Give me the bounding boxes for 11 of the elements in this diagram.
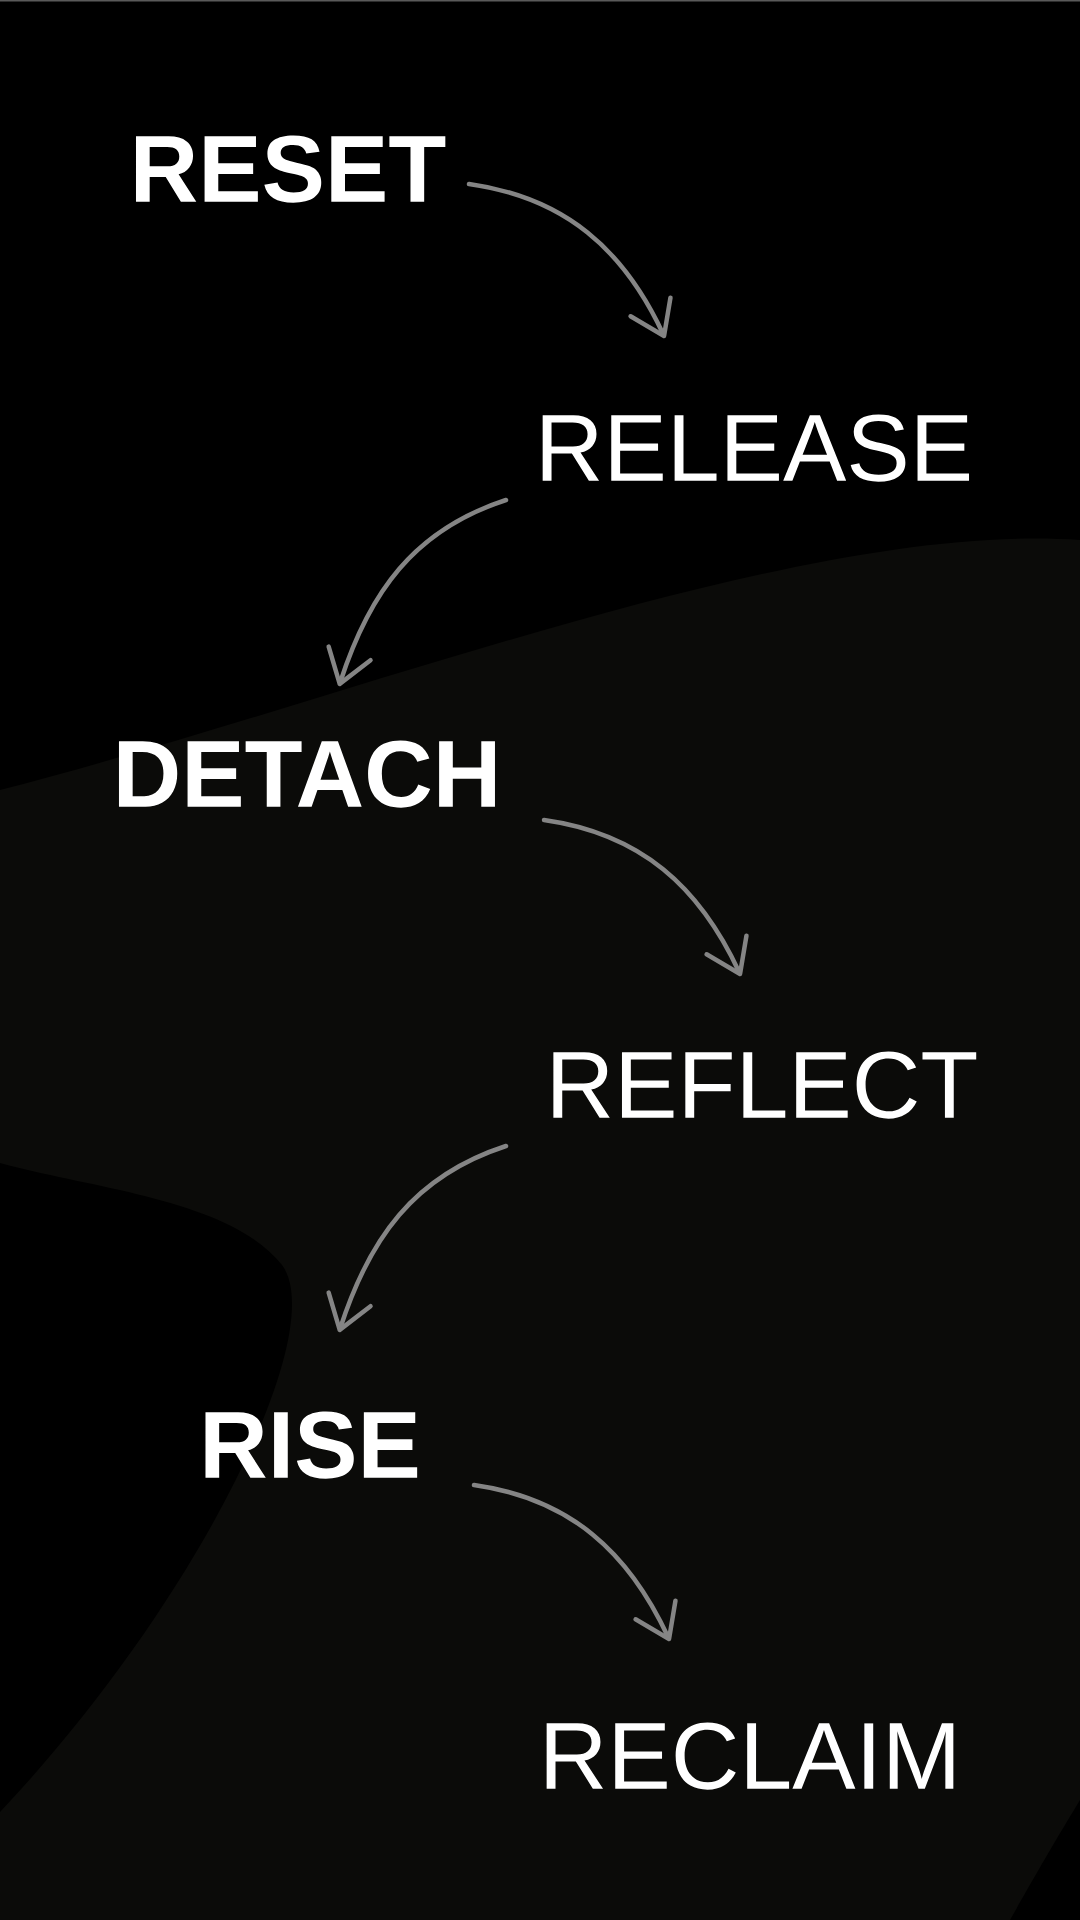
- step-word: RELEASE: [542, 414, 970, 482]
- step-word: RECLAIM: [546, 1722, 954, 1790]
- step-word: RESET: [136, 135, 446, 203]
- step-word: RISE: [205, 1411, 418, 1479]
- curved-arrow: [326, 1143, 509, 1333]
- step-word: DETACH: [118, 740, 495, 808]
- curved-arrow: [471, 1482, 678, 1642]
- curved-arrow: [541, 817, 749, 977]
- curved-arrow: [466, 181, 673, 339]
- curved-arrow: [326, 497, 509, 687]
- step-word: REFLECT: [553, 1051, 977, 1119]
